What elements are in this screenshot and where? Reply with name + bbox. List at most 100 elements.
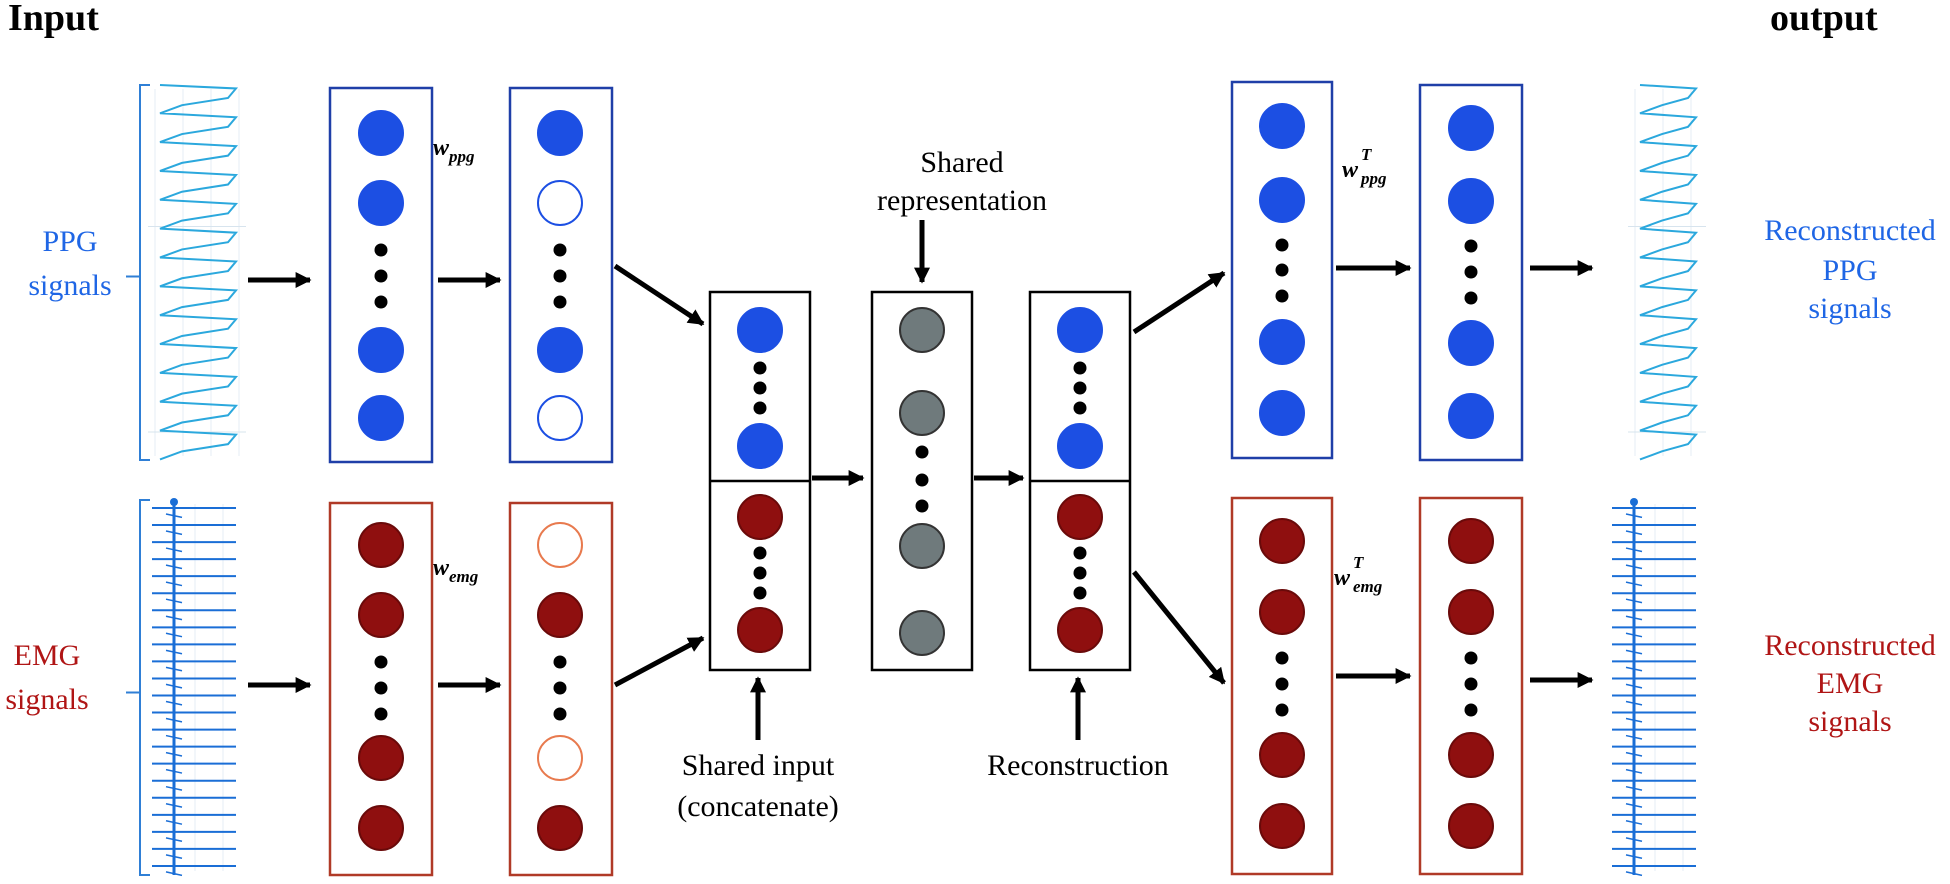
ellipsis-dot [1073,566,1087,580]
ellipsis-dot [1464,703,1478,717]
flow-arrow [613,635,705,688]
ppg-node [1057,307,1103,353]
ellipsis-dot [753,546,767,560]
ppg-node [358,180,404,226]
emg-noise [1625,751,1643,757]
emg-noise [1625,734,1643,740]
ellipsis-dot [1464,239,1478,253]
ppg-signals-label: PPG signals [28,225,111,302]
svg-text:T: T [1361,145,1372,164]
ellipsis-dot [1073,546,1087,560]
emg-marker [170,498,178,506]
ppg-dropout-node [537,180,583,226]
flow-arrow [613,263,705,327]
svg-text:EMG: EMG [1817,667,1884,700]
svg-text:EMG: EMG [14,639,81,672]
ppg-node [1448,393,1494,439]
emg-node [1448,589,1494,635]
flow-arrows [248,220,1594,740]
emg-noise [165,530,183,536]
emg-noise [165,700,183,706]
ppg-node [1448,178,1494,224]
ellipsis-dot [1275,677,1289,691]
svg-text:Shared input: Shared input [682,749,835,782]
emg-node [1448,803,1494,849]
reconstructed-emg-label: Reconstructed EMG signals [1764,629,1936,738]
emg-node [1448,518,1494,564]
emg-noise [165,632,183,638]
emg-noise [1625,768,1643,774]
input-heading: Input [8,0,99,39]
emg-noise [1625,615,1643,621]
emg-node [358,592,404,638]
svg-text:Reconstructed: Reconstructed [1764,629,1936,662]
emg-output-signal [1612,498,1696,877]
svg-text:emg: emg [1353,577,1383,596]
ellipsis-dot [553,707,567,721]
emg-noise [165,734,183,740]
ppg-node [1259,103,1305,149]
emg-noise [165,666,183,672]
emg-node [1448,732,1494,778]
ppg-input-signal [126,84,246,461]
ellipsis-dot [1073,381,1087,395]
ellipsis-dot [1275,289,1289,303]
emg-dropout-node [537,522,583,568]
reconstruction-label: Reconstruction [987,749,1169,782]
emg-node [1259,518,1305,564]
weight-emg-transpose-label: w T emg [1334,553,1383,596]
svg-text:PPG: PPG [42,225,97,258]
emg-dropout-node [537,735,583,781]
emg-noise [1625,854,1643,860]
ppg-waveform [1639,84,1699,461]
shared-node [899,610,945,656]
ellipsis-dot [553,295,567,309]
weight-ppg-transpose-label: w T ppg [1342,145,1387,188]
emg-node [1057,494,1103,540]
emg-noise [165,785,183,791]
svg-text:w: w [1342,157,1359,183]
emg-noise [165,598,183,604]
ellipsis-dot [753,361,767,375]
emg-noise [1625,700,1643,706]
flow-arrow [1132,270,1226,335]
ellipsis-dot [1464,677,1478,691]
shared-node [899,307,945,353]
emg-noise [165,871,183,877]
svg-text:ppg: ppg [1359,169,1387,188]
ellipsis-dot [553,681,567,695]
ppg-node [1259,177,1305,223]
ppg-node [1057,423,1103,469]
emg-noise [165,717,183,723]
emg-marker [1630,498,1638,506]
network-layers [328,80,1524,877]
ellipsis-dot [1275,238,1289,252]
svg-text:signals: signals [1808,705,1891,738]
ppg-dropout-node [537,395,583,441]
svg-text:Reconstructed: Reconstructed [1764,214,1936,247]
emg-noise [1625,598,1643,604]
ppg-output-signal [1628,84,1706,461]
ellipsis-dot [753,401,767,415]
shared-node [899,390,945,436]
emg-noise [1625,666,1643,672]
ellipsis-dot [1275,703,1289,717]
emg-noise [1625,871,1643,877]
emg-node [1259,803,1305,849]
shared-representation-layer [870,290,974,672]
emg-node [358,735,404,781]
ppg-node [737,307,783,353]
emg-signals-label: EMG signals [5,639,88,716]
emg-node [1259,589,1305,635]
emg-noise [1625,803,1643,808]
emg-noise [165,547,183,553]
svg-text:w: w [1334,565,1351,591]
ellipsis-dot [1464,265,1478,279]
emg-noise [165,581,183,587]
emg-noise [1625,530,1643,536]
emg-noise [165,683,183,689]
emg-node [537,805,583,851]
emg-noise [1625,717,1643,723]
emg-noise [1625,785,1643,791]
emg-node [737,494,783,540]
